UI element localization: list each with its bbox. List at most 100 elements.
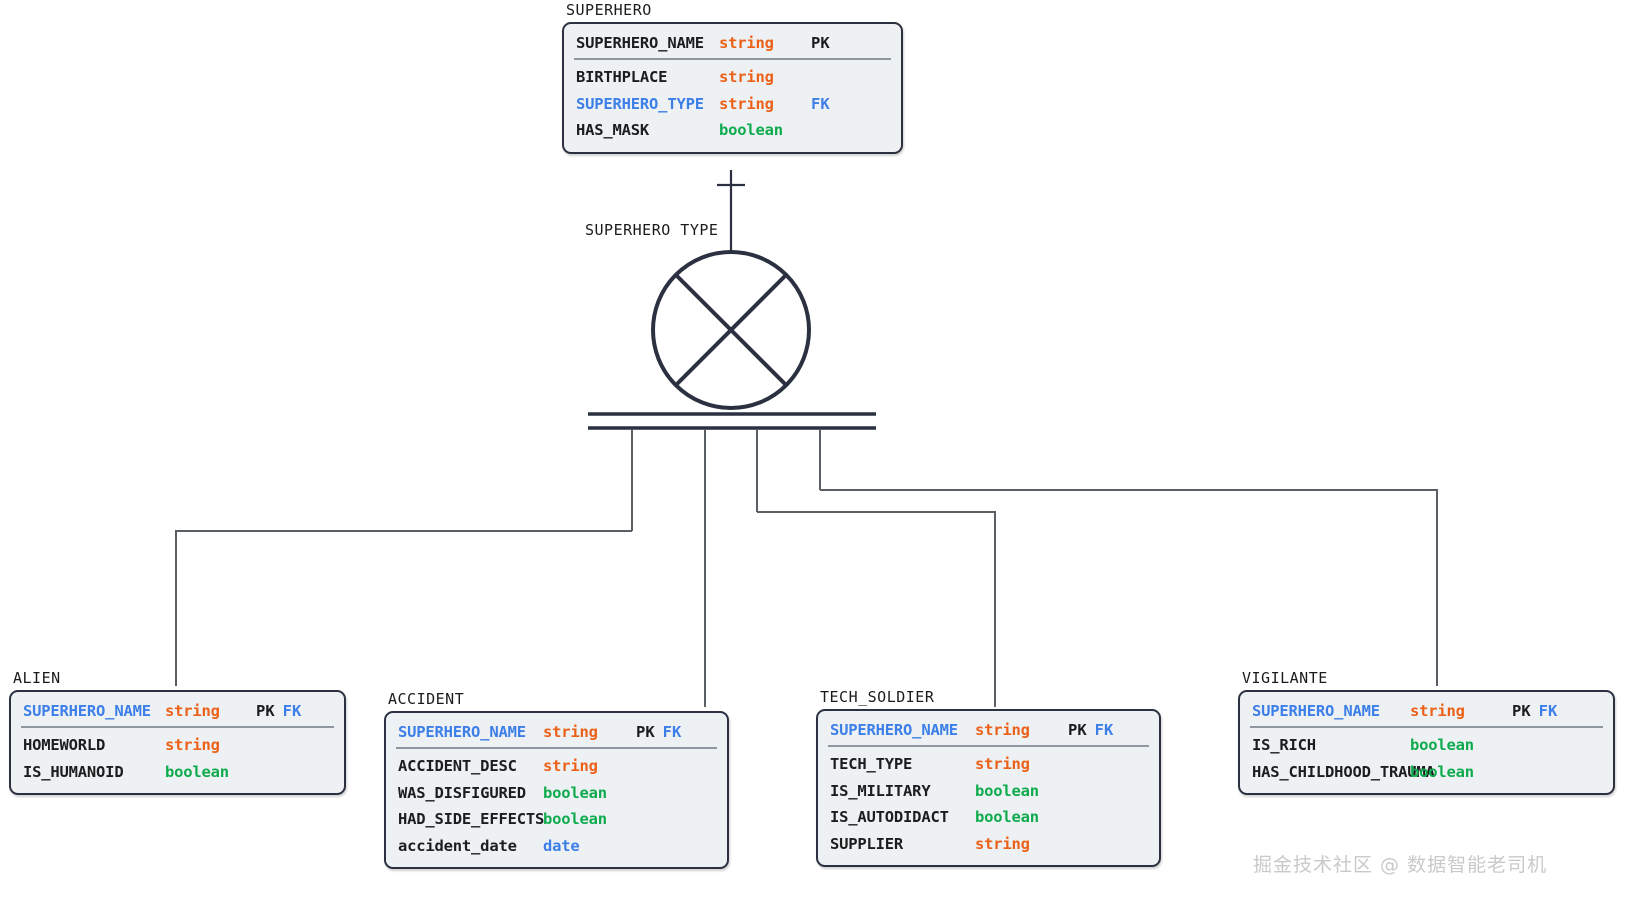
table-row: IS_RICH boolean [1240,732,1613,758]
key-badge-pk: PK [1068,721,1087,739]
entity-vigilante[interactable]: VIGILANTE SUPERHERO_NAME string PK FK IS_RI… [1238,669,1615,796]
column-type: boolean [1410,736,1474,755]
column-type: string [975,755,1030,774]
column-name: SUPERHERO_TYPE [576,94,704,113]
key-badge-fk: FK [1094,721,1114,739]
column-type: string [975,721,1030,739]
table-row: IS_AUTODIDACT boolean [818,804,1159,830]
column-type: string [165,702,220,720]
column-type: boolean [975,808,1039,827]
table-row: TECH_TYPE string [818,751,1159,777]
column-keys: PK FK [1512,701,1557,721]
entity-title-vigilante: VIGILANTE [1242,669,1328,687]
key-badge-pk: PK [1512,702,1531,720]
column-type: string [543,723,598,741]
column-type: boolean [543,810,607,829]
column-type: string [975,834,1030,853]
column-type: string [719,68,774,87]
column-type: string [543,757,598,776]
entity-title-tech-soldier: TECH_SOLDIER [820,688,935,706]
column-name: TECH_TYPE [830,755,913,774]
column-name: SUPERHERO_NAME [1252,702,1380,720]
entity-pk-rows-tech-soldier: SUPERHERO_NAME string PK FK [818,717,1159,743]
entity-title-alien: ALIEN [13,669,61,687]
column-type: boolean [975,781,1039,800]
column-keys: PK FK [1068,720,1113,740]
key-badge-fk: FK [662,723,682,741]
key-badge-fk: FK [1538,702,1558,720]
relationship-label: SUPERHERO TYPE [585,221,719,239]
entity-pk-rows-superhero: SUPERHERO_NAME string PK [564,30,901,56]
column-keys: PK FK [256,701,301,721]
table-row: WAS_DISFIGURED boolean [386,780,727,806]
column-type: string [719,94,774,113]
column-name: IS_AUTODIDACT [830,808,949,827]
table-row: SUPERHERO_NAME string PK FK [818,717,1159,743]
column-type: string [719,34,774,52]
table-row: IS_HUMANOID boolean [11,759,344,785]
pk-divider [574,58,891,61]
column-name: IS_HUMANOID [23,762,124,781]
key-badge-fk: FK [811,94,830,113]
column-type: boolean [543,783,607,802]
column-name: SUPERHERO_NAME [830,721,958,739]
column-keys: PK FK [636,722,681,742]
column-name: IS_RICH [1252,736,1316,755]
column-name: SUPPLIER [830,834,904,853]
table-row: HOMEWORLD string [11,732,344,758]
column-type: date [543,836,580,855]
column-name: BIRTHPLACE [576,68,668,87]
table-row: BIRTHPLACE string [564,64,901,90]
column-keys: FK [811,94,830,114]
table-row: HAS_MASK boolean [564,117,901,143]
column-name: HAD_SIDE_EFFECTS [398,810,545,829]
key-badge-fk: FK [282,702,302,720]
entity-title-superhero: SUPERHERO [566,1,652,19]
table-row: SUPERHERO_NAME string PK FK [1240,698,1613,724]
table-row: SUPERHERO_NAME string PK [564,30,901,56]
column-name: SUPERHERO_NAME [576,34,704,52]
key-badge-pk: PK [811,34,830,52]
column-type: boolean [719,121,783,140]
table-row: SUPERHERO_TYPE string FK [564,91,901,117]
key-badge-pk: PK [636,723,655,741]
pk-divider [396,747,717,750]
column-type: string [1410,702,1465,720]
pk-divider [828,745,1149,748]
column-name: HAS_CHILDHOOD_TRAUMA [1252,762,1435,781]
column-type: string [165,736,220,755]
column-name: HAS_MASK [576,121,650,140]
key-badge-pk: PK [256,702,275,720]
column-type: boolean [165,762,229,781]
table-row: SUPPLIER string [818,831,1159,857]
column-keys: PK [811,33,830,53]
pk-divider [1250,726,1603,729]
column-name: WAS_DISFIGURED [398,783,526,802]
entity-title-accident: ACCIDENT [388,690,465,708]
column-name: HOMEWORLD [23,736,106,755]
